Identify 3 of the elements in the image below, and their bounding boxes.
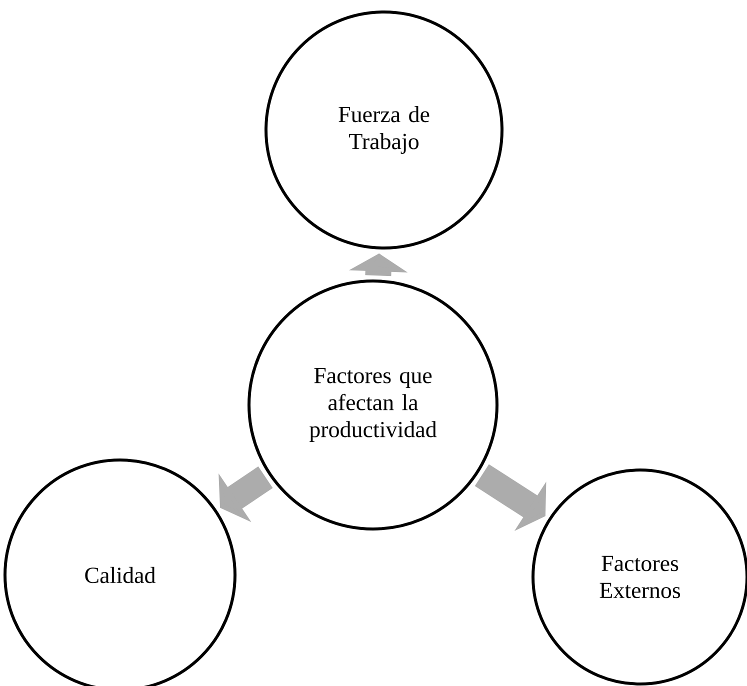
circle-node: Fuerza de Trabajo: [264, 10, 504, 250]
block-arrow: [218, 466, 273, 522]
circle-node: Factores que afectan la productividad: [248, 280, 498, 530]
